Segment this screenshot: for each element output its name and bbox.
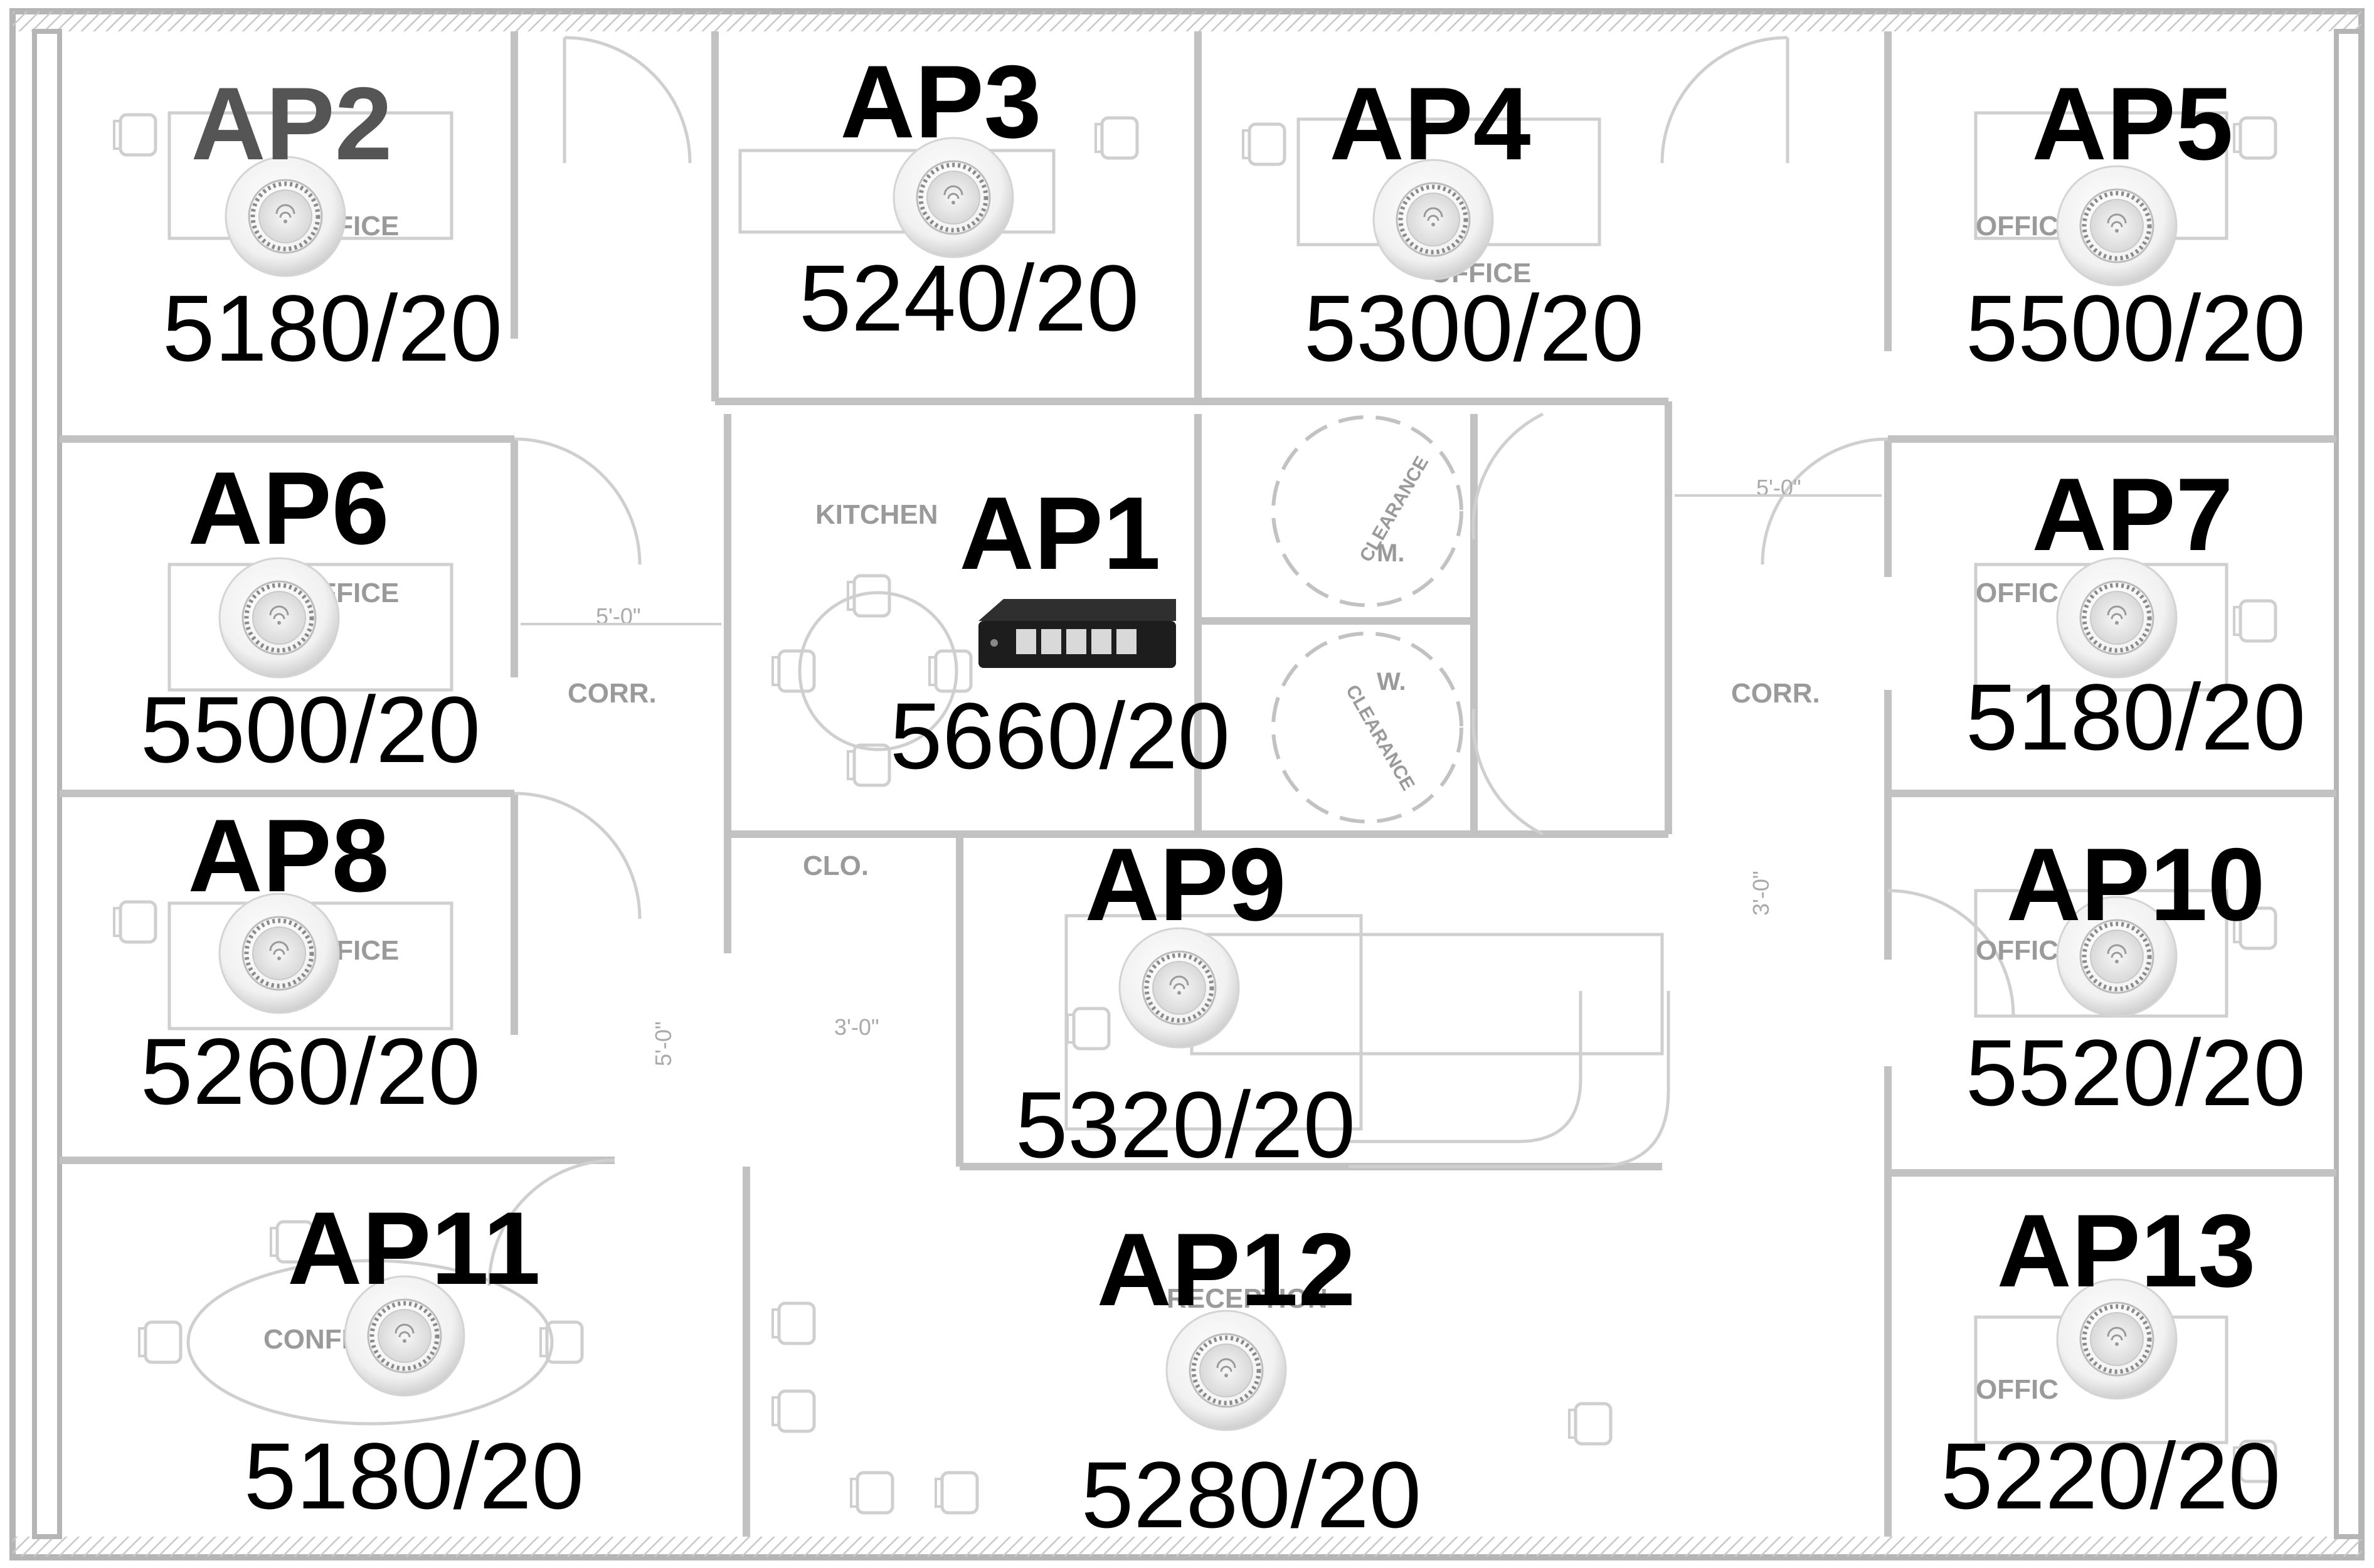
ap9-name: AP9	[1084, 827, 1286, 942]
ap11-name: AP11	[287, 1190, 541, 1306]
router-device	[978, 599, 1176, 668]
ap2-freq: 5180/20	[162, 275, 503, 381]
door-swings	[487, 36, 2015, 1286]
ap7-freq: 5180/20	[1965, 664, 2306, 770]
ap10-name: AP10	[2006, 827, 2265, 942]
room-label-clearance: CLEARANCE	[1342, 681, 1419, 794]
ap6-name: AP6	[188, 450, 389, 566]
ap12-icon	[1167, 1311, 1286, 1430]
ap4-freq: 5300/20	[1303, 275, 1645, 381]
room-label-clo: CLO.	[803, 850, 869, 881]
ap3-freq: 5240/20	[798, 245, 1140, 351]
room-label-corr: CORR.	[568, 678, 657, 709]
room-label-w: W.	[1377, 668, 1406, 696]
ap10-freq: 5520/20	[1965, 1020, 2306, 1125]
ap12-freq: 5280/20	[1081, 1442, 1422, 1547]
dimension-label: 3'-0"	[1748, 871, 1774, 916]
dimension-label: 3'-0"	[834, 1014, 879, 1040]
ap12-name: AP12	[1096, 1212, 1356, 1327]
ap6-freq: 5500/20	[140, 677, 481, 782]
ap1-freq: 5660/20	[889, 683, 1231, 788]
ap3-name: AP3	[840, 44, 1042, 159]
ap9-icon	[1120, 928, 1239, 1047]
room-label-corr: CORR.	[1731, 678, 1820, 709]
ap7-name: AP7	[2032, 457, 2234, 572]
ap8-freq: 5260/20	[140, 1019, 481, 1124]
room-label-offic: OFFIC	[1976, 578, 2059, 608]
ap6-icon	[220, 558, 339, 677]
exterior-walls	[9, 8, 2365, 1560]
dimension-label: 5'-0"	[650, 1021, 676, 1066]
interior-walls	[60, 31, 2336, 1537]
clearance-circles	[1271, 415, 1463, 824]
room-label-reception: RECEPTION	[1167, 1283, 1328, 1314]
ap13-freq: 5220/20	[1940, 1423, 2281, 1528]
ap7-icon	[2057, 558, 2176, 677]
ap8-name: AP8	[188, 798, 389, 913]
room-label-m: M.	[1377, 539, 1404, 567]
ap2-name: AP2	[191, 66, 393, 181]
ap1-name: AP1	[959, 475, 1161, 591]
ap11-freq: 5180/20	[243, 1423, 585, 1528]
ap5-icon	[2057, 166, 2176, 285]
ap5-name: AP5	[2032, 66, 2234, 181]
ap13-name: AP13	[1996, 1193, 2256, 1308]
room-label-kitchen: KITCHEN	[815, 499, 938, 530]
room-label-offic: OFFIC	[1976, 935, 2059, 966]
room-label-offic: OFFIC	[1976, 1374, 2059, 1405]
ap5-freq: 5500/20	[1965, 275, 2306, 381]
ap4-name: AP4	[1329, 66, 1531, 181]
room-label-offic: OFFIC	[1976, 211, 2059, 241]
ap9-freq: 5320/20	[1015, 1072, 1356, 1177]
dimension-labels: 5'-0" 5'-0" 5'-0" 3'-0" 3'-0"	[521, 475, 1882, 1066]
